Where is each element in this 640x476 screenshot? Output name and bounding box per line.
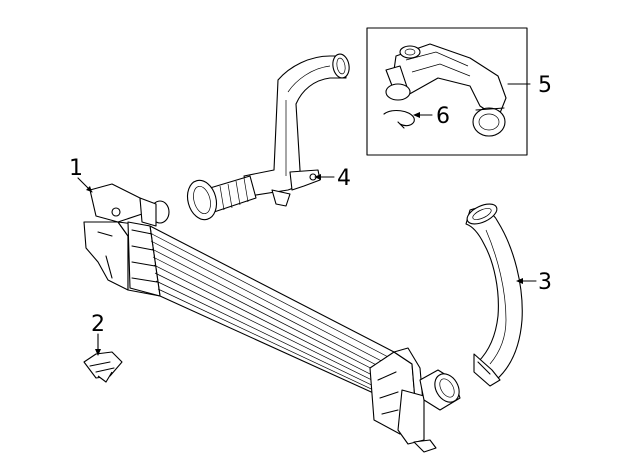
callout-2: 2	[91, 312, 105, 337]
callout-3: 3	[538, 270, 552, 295]
callout-1: 1	[69, 156, 83, 181]
callout-6: 6	[436, 104, 450, 129]
intercooler-icon	[83, 183, 461, 453]
bracket-icon	[83, 351, 123, 383]
clamp-icon	[383, 109, 415, 129]
leader-lines	[77, 83, 537, 356]
inlet-pipe-icon	[186, 53, 350, 221]
outlet-hose-icon	[465, 203, 523, 387]
inlet-duct-assembly-icon	[366, 27, 528, 156]
callout-5: 5	[538, 73, 552, 98]
callout-4: 4	[337, 166, 351, 191]
